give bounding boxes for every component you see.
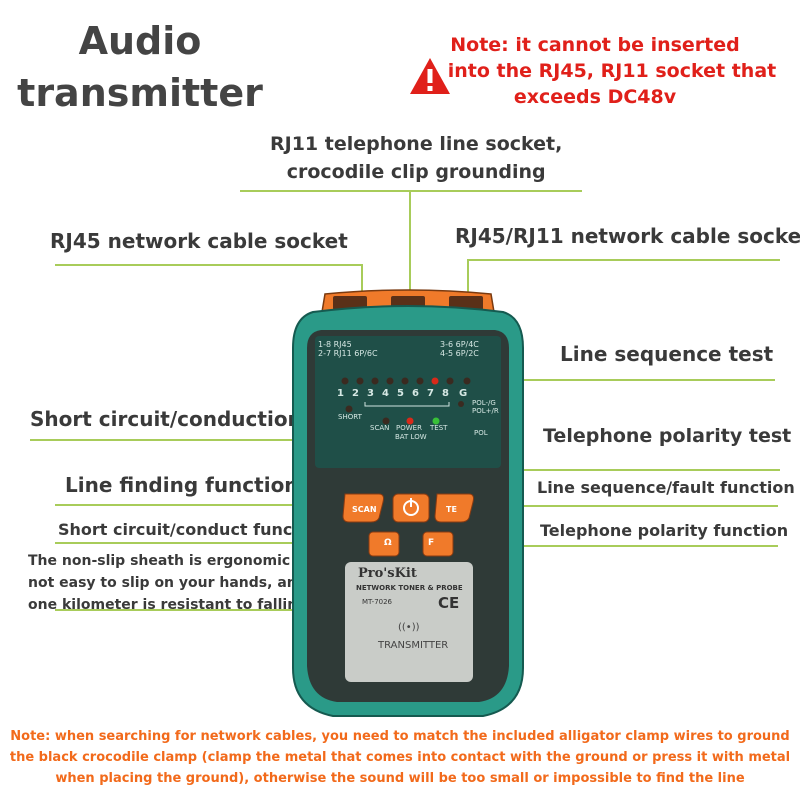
bottom-note: Note: when searching for network cables,… xyxy=(9,729,791,786)
telephone-polarity-function-callout: Telephone polarity function xyxy=(540,521,789,540)
rj45-rj11-right-callout: RJ45/RJ11 network cable socket xyxy=(455,224,800,248)
short-led-label: SHORT xyxy=(338,413,362,421)
model-label: MT-7026 xyxy=(362,598,393,606)
ce-mark: CE xyxy=(438,594,460,612)
polarity-button[interactable] xyxy=(422,531,454,557)
label-plate xyxy=(345,562,473,682)
led-row xyxy=(341,377,471,425)
telephone-polarity-test-callout: Telephone polarity test xyxy=(543,425,792,447)
panel-left-legend: 1-8 RJ45 2-7 RJ11 6P/6C xyxy=(318,340,378,358)
scan-button-label: SCAN xyxy=(352,505,377,514)
brand-logo: Pro'sKit xyxy=(358,566,417,581)
short-conduct-button[interactable] xyxy=(368,531,400,557)
pin-number: 1 xyxy=(337,388,344,399)
bat-low-label: BAT LOW xyxy=(395,433,427,441)
pin-number: 8 xyxy=(442,388,449,399)
transmitter-label: TRANSMITTER xyxy=(378,640,449,651)
rj45-rj11-right-port xyxy=(449,296,483,310)
wave-icon: ((•)) xyxy=(398,622,420,633)
product-line-label: NETWORK TONER & PROBE xyxy=(356,584,463,592)
test-button[interactable] xyxy=(434,493,474,523)
test-led-label: TEST xyxy=(430,424,448,432)
polarity-button-label: F xyxy=(428,538,435,548)
button-group xyxy=(342,493,474,557)
line-sequence-fault-callout: Line sequence/fault function xyxy=(537,478,795,497)
short-button-label: Ω xyxy=(384,538,392,548)
pol-label: POL xyxy=(474,429,488,437)
rj11-callout: RJ11 telephone line socket, crocodile cl… xyxy=(270,133,563,183)
line-finding-callout: Line finding function xyxy=(65,473,299,497)
sheath-callout: The non-slip sheath is ergonomic and not… xyxy=(28,553,325,613)
warning-icon xyxy=(410,58,450,94)
rj45-left-callout: RJ45 network cable socket xyxy=(50,229,348,253)
pin-number: 3 xyxy=(367,388,374,399)
pin-number: 4 xyxy=(382,388,389,399)
pin-number: 7 xyxy=(427,388,434,399)
pin-number: 6 xyxy=(412,388,419,399)
panel-right-legend: 3-6 6P/4C 4-5 6P/2C xyxy=(440,340,479,358)
line-sequence-test-callout: Line sequence test xyxy=(560,342,774,366)
warning-text: Note: it cannot be inserted into the RJ4… xyxy=(447,34,777,108)
rj45-left-port xyxy=(333,296,367,310)
test-button-label: TE xyxy=(446,505,457,514)
indicator-panel xyxy=(315,336,501,468)
pin-number: 5 xyxy=(397,388,404,399)
power-button[interactable] xyxy=(392,493,430,523)
page-title: Audio transmitter xyxy=(17,19,263,115)
pin-number: 2 xyxy=(352,388,359,399)
scan-led-label: SCAN xyxy=(370,424,390,432)
power-led-label: POWER xyxy=(396,424,422,432)
transmitter-device xyxy=(292,289,524,717)
short-circuit-callout: Short circuit/conduction xyxy=(30,407,302,431)
panel-bracket xyxy=(364,402,450,407)
pol-legend: POL-/G POL+/R xyxy=(472,399,499,415)
scan-button[interactable] xyxy=(342,493,384,523)
pin-number: G xyxy=(459,388,468,399)
short-conduct-function-callout: Short circuit/conduct function xyxy=(58,520,328,539)
